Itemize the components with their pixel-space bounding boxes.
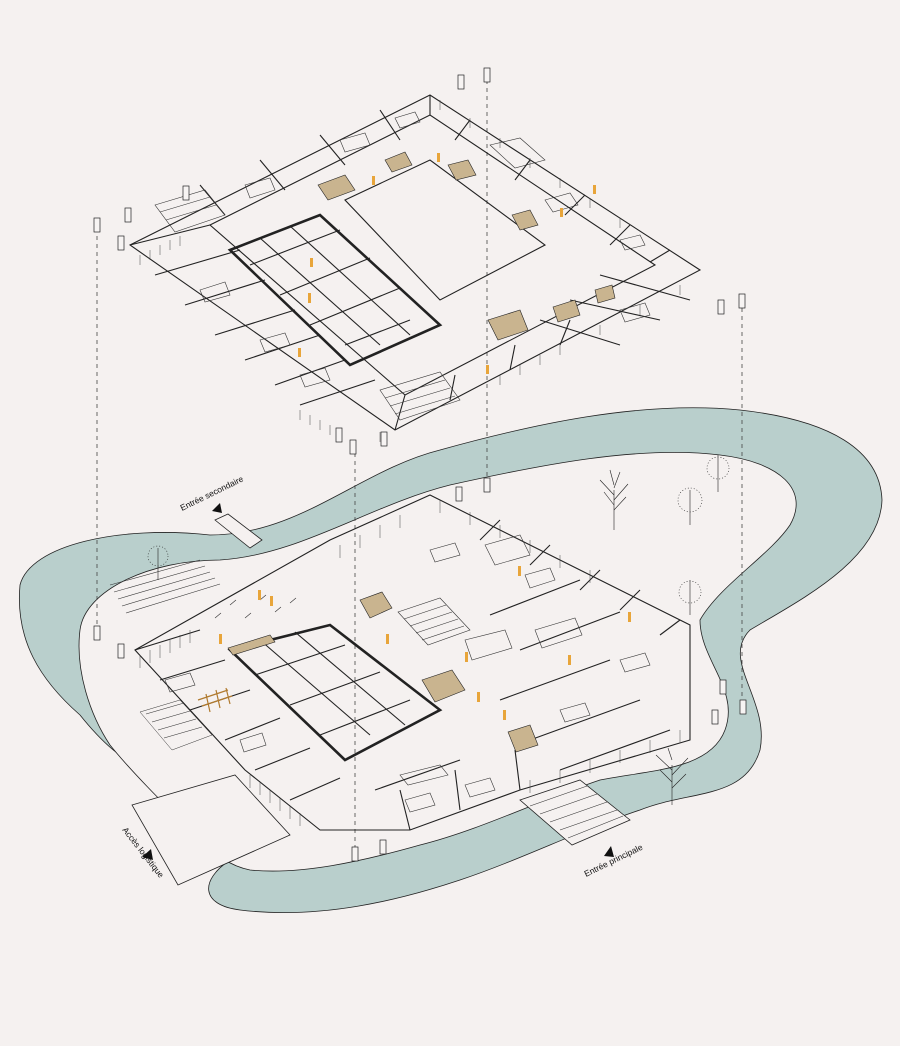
main-entrance-label: Entrée principale [582, 842, 644, 879]
ground-central-block-partitions [254, 631, 411, 736]
tree-icon [678, 580, 702, 615]
pavilion-large [421, 669, 466, 703]
ground-amphitheatre-stairs [397, 597, 471, 786]
upper-north-wing-rooms [199, 95, 431, 216]
tree-icon [706, 455, 730, 492]
ground-west-rooms [134, 629, 341, 801]
triangle-up-icon [142, 849, 153, 860]
triangle-up-icon [212, 503, 222, 513]
person-icon [310, 258, 313, 267]
main-bridge-hatching [529, 785, 624, 839]
secondary-entrance-label: Entrée secondaire [178, 473, 245, 512]
person-icon [270, 596, 273, 606]
bridges [109, 513, 631, 886]
person-icon [308, 293, 311, 303]
wood-bench [227, 634, 276, 656]
tree-icon [599, 469, 629, 530]
upper-west-wing-rooms [129, 224, 376, 406]
main-entrance-bridge [519, 779, 631, 846]
person-icon [518, 566, 521, 576]
ground-south-rooms [374, 749, 521, 831]
person-icon [593, 185, 596, 194]
ground-furniture [164, 534, 651, 813]
ground-floor-outer-walls [134, 494, 691, 831]
logistic-deck-hatched [139, 699, 213, 751]
secondary-bridge [214, 513, 263, 549]
person-icon [258, 590, 261, 600]
person-icon [628, 612, 631, 622]
person-icon [372, 176, 375, 185]
upper-floor-outer-ring [128, 94, 702, 431]
west-deck-hatching [109, 559, 221, 739]
tree-icon [147, 545, 169, 580]
upper-floor [128, 94, 702, 442]
upper-desks [199, 111, 651, 388]
person-icon [437, 153, 440, 162]
person-icon [486, 365, 489, 374]
triangle-up-icon [604, 846, 614, 857]
person-icon [503, 710, 506, 720]
tree-icon [677, 487, 703, 525]
upper-east-wing-rooms [454, 119, 691, 346]
person-icon [477, 692, 480, 702]
upper-central-block-partitions [249, 225, 411, 346]
upper-facade-mullions [139, 100, 681, 442]
ground-wooden-elements [227, 591, 539, 753]
person-icon [568, 655, 571, 665]
upper-floor-courtyard [209, 114, 657, 396]
water-and-island [18, 407, 883, 914]
person-icon [560, 208, 563, 217]
logistic-bridge [131, 774, 291, 886]
ground-floor [134, 494, 691, 831]
upper-central-block [227, 213, 443, 367]
upper-wooden-furniture [317, 151, 616, 341]
upper-stairs [154, 189, 461, 421]
person-icon [465, 652, 468, 662]
entrance-arrows [142, 503, 614, 860]
upper-floor-inner-void [344, 159, 547, 301]
people [219, 153, 631, 720]
ground-facade-mullions [139, 500, 681, 826]
columns [93, 67, 747, 862]
tree-icon [655, 747, 689, 805]
person-icon [386, 634, 389, 644]
trees [147, 455, 730, 805]
person-icon [219, 634, 222, 644]
upper-south-wing-rooms [394, 319, 571, 431]
projection-lines [96, 80, 743, 850]
person-icon [298, 348, 301, 357]
pavilion-small [359, 591, 393, 619]
orange-bench-cluster [197, 687, 233, 713]
pavilion-south [507, 724, 539, 753]
